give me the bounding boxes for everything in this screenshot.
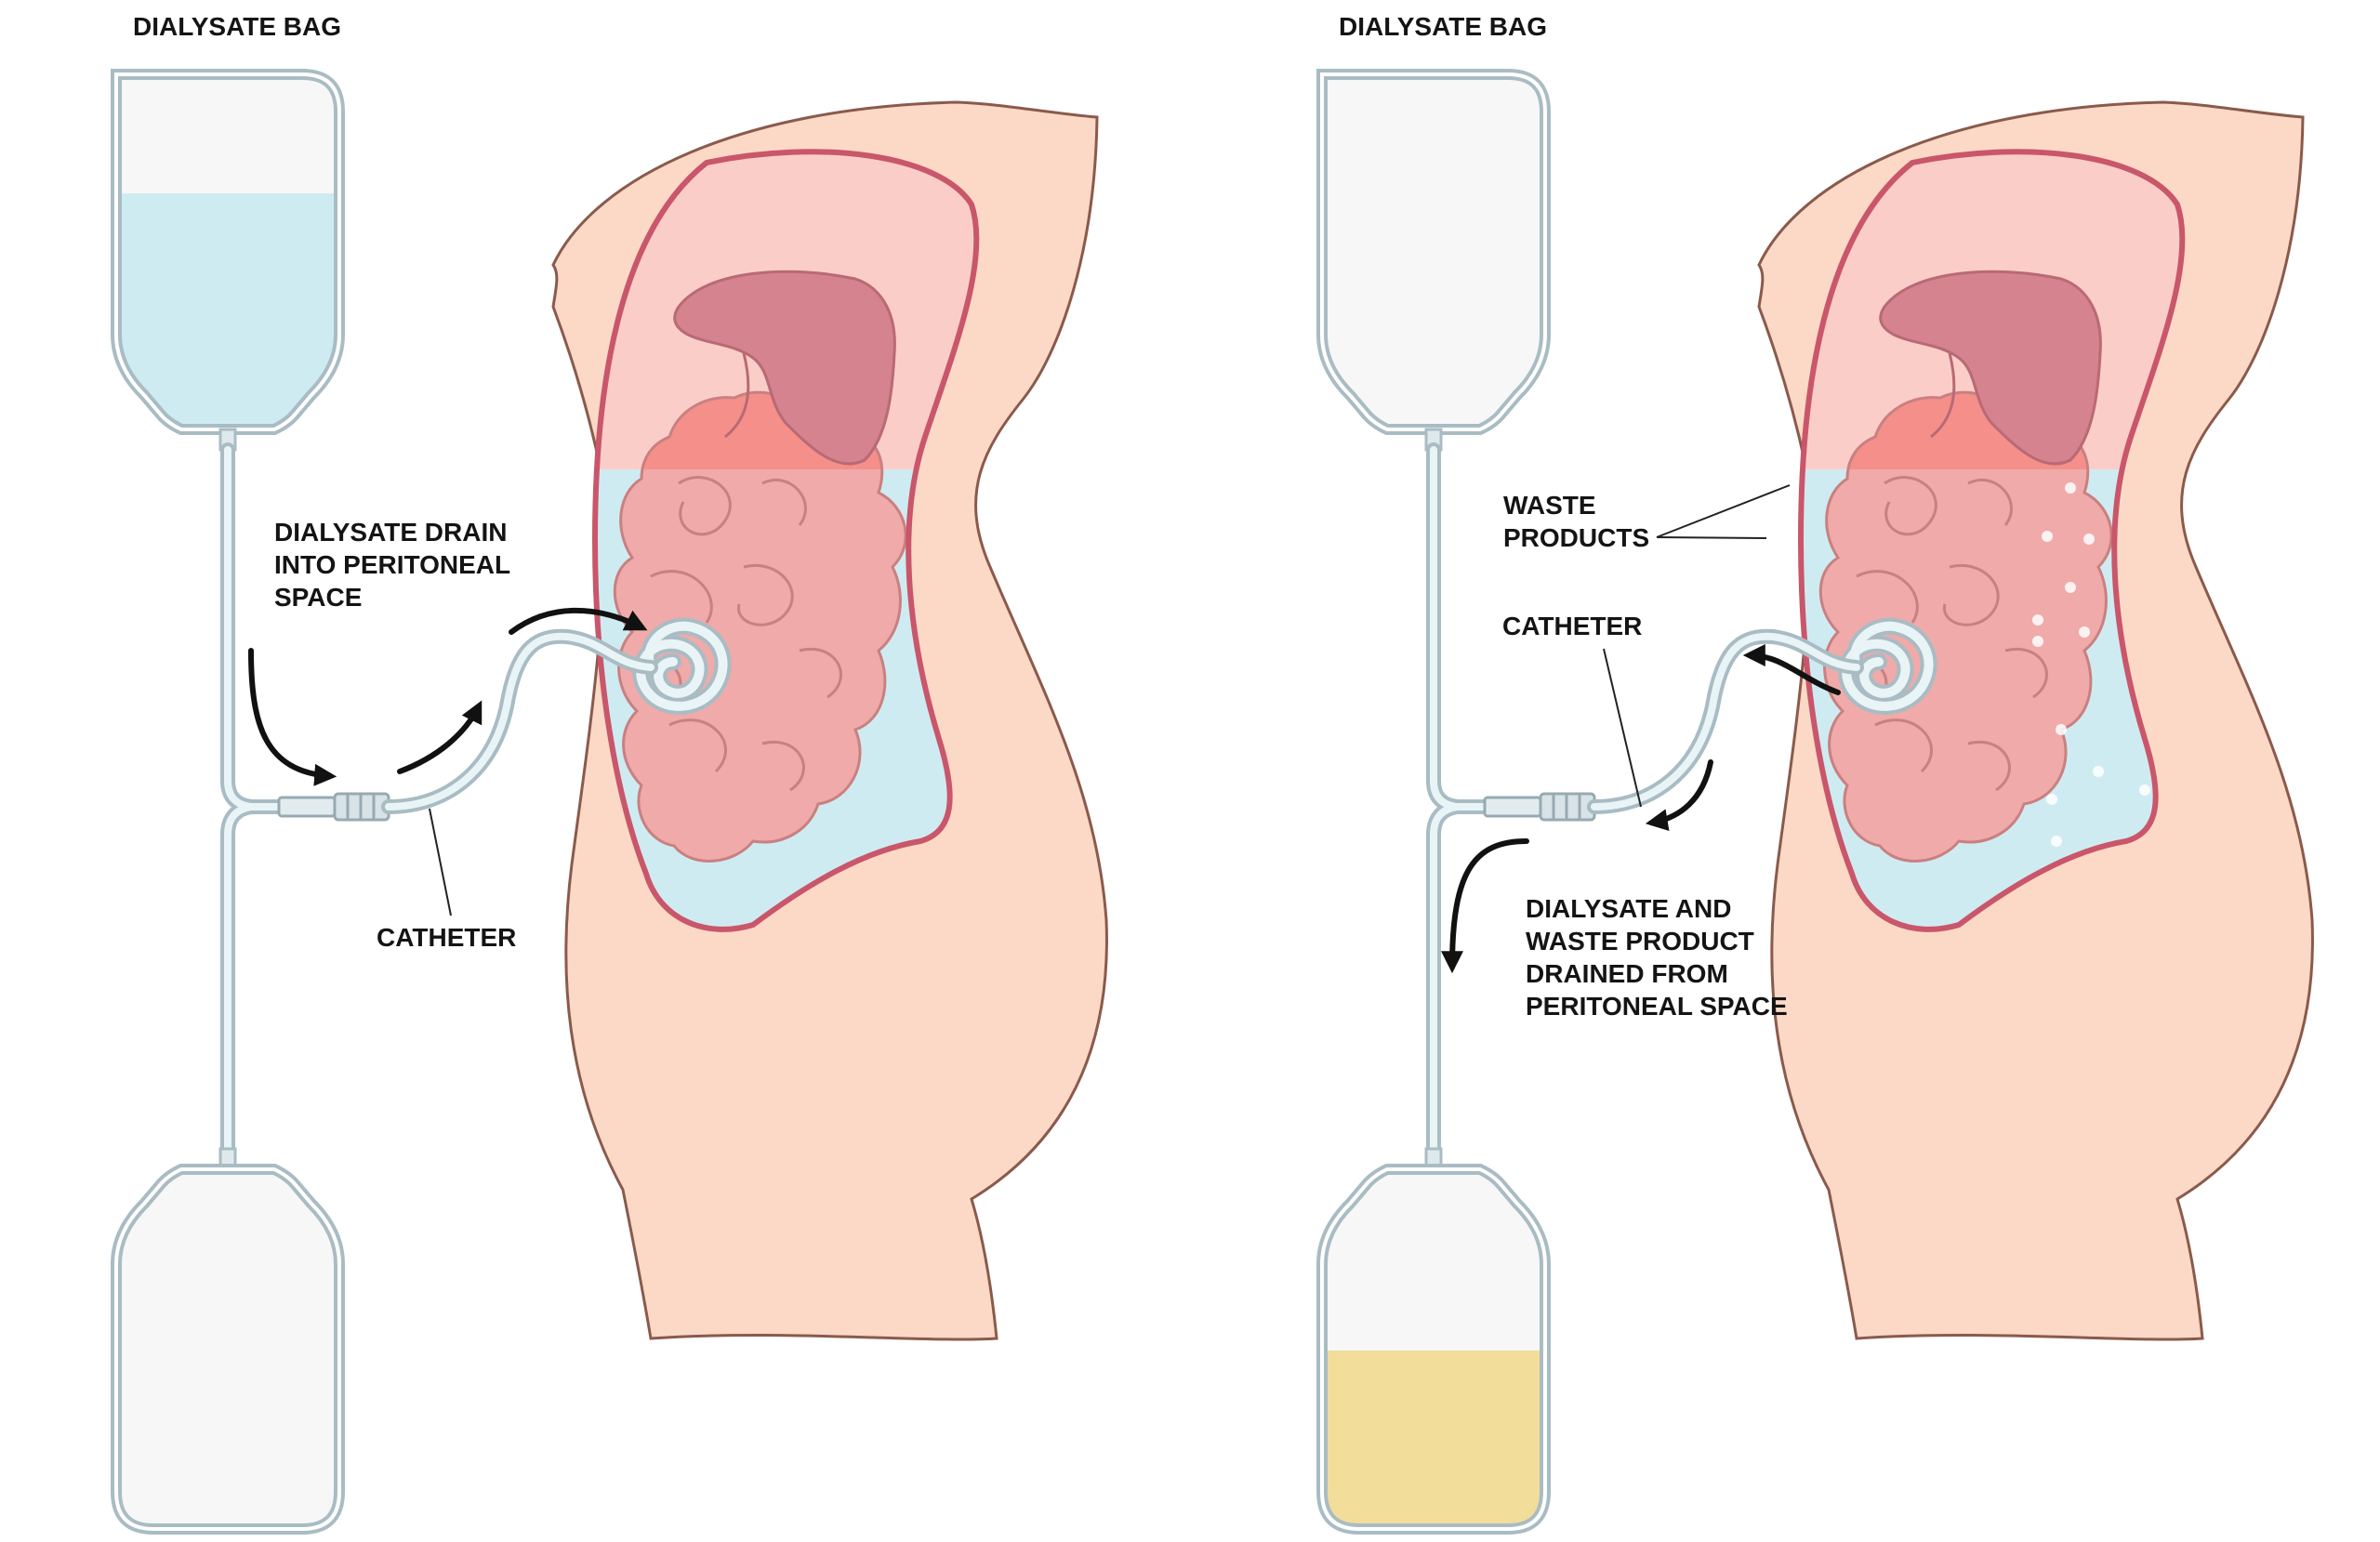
drain-label-line-3: DRAINED FROM xyxy=(1526,959,1728,988)
flow-arrows xyxy=(248,607,648,786)
flow-arrow-out xyxy=(1742,644,1841,695)
waste-leader-line-2 xyxy=(1656,536,1767,539)
left-panel-fill-phase: DIALYSATE BAG xyxy=(112,12,1108,1529)
flow-label-line-3: SPACE xyxy=(274,583,362,612)
dialysate-bag-full xyxy=(112,74,344,452)
catheter-connector xyxy=(277,792,390,822)
flow-arrow-to-drain xyxy=(1441,838,1529,974)
flow-arrows xyxy=(1441,644,1841,974)
flow-arrow-up xyxy=(397,700,483,774)
drain-bag-empty xyxy=(116,1169,339,1529)
drain-label-line-4: PERITONEAL SPACE xyxy=(1526,992,1788,1021)
tubing xyxy=(220,442,305,1158)
flow-label-line-1: DIALYSATE DRAIN xyxy=(274,518,507,547)
dialysate-bag-empty xyxy=(1322,74,1545,452)
bag-label: DIALYSATE BAG xyxy=(133,12,341,41)
catheter-leader-line xyxy=(429,808,452,916)
flow-arrow-in xyxy=(509,607,648,635)
flow-arrow-down-right xyxy=(1645,759,1713,832)
drain-label-line-2: WASTE PRODUCT xyxy=(1526,927,1754,956)
bag-label: DIALYSATE BAG xyxy=(1339,12,1547,41)
right-panel-drain-phase: DIALYSATE BAG xyxy=(1317,12,2314,1536)
waste-label-line-2: PRODUCTS xyxy=(1503,523,1649,552)
waste-leader-line-1 xyxy=(1656,484,1791,538)
drain-label-line-1: DIALYSATE AND xyxy=(1526,894,1731,923)
flow-label-line-2: INTO PERITONEAL xyxy=(274,550,510,579)
catheter-leader-line xyxy=(1603,648,1642,808)
catheter-connector xyxy=(1483,792,1596,822)
patient-torso xyxy=(551,100,1108,1341)
waste-label-line-1: WASTE xyxy=(1503,491,1596,520)
catheter-tube xyxy=(381,628,658,814)
catheter-tube xyxy=(1587,628,1864,814)
flow-arrow-down xyxy=(248,648,337,786)
catheter-label: CATHETER xyxy=(1502,612,1642,640)
patient-torso xyxy=(1757,100,2314,1341)
tubing xyxy=(1426,442,1511,1158)
drain-bag-filled xyxy=(1317,1169,1550,1536)
catheter-label: CATHETER xyxy=(377,923,516,952)
